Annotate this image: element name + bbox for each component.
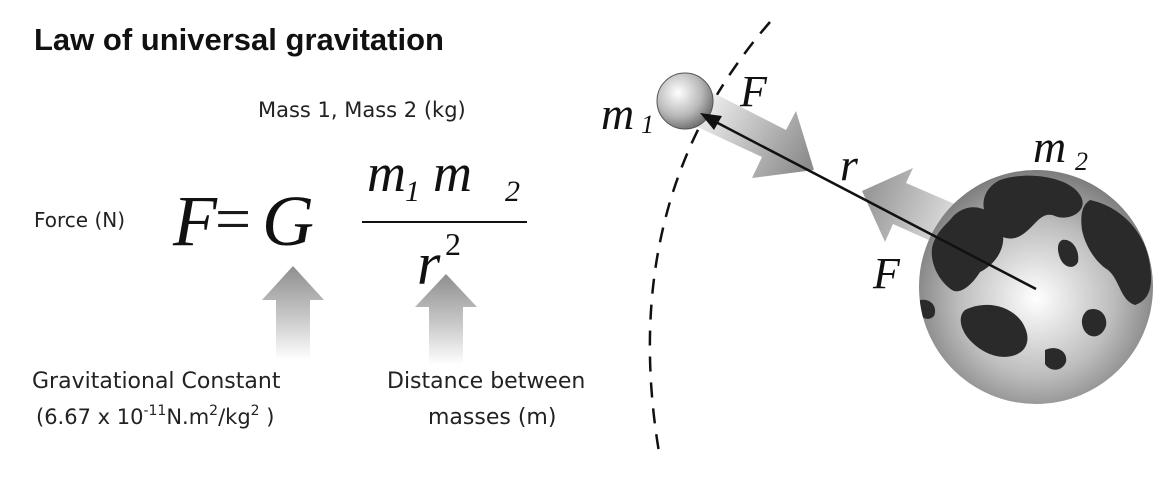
gc-value-square: 2 xyxy=(209,403,219,419)
distance-arrowhead xyxy=(700,113,722,130)
fraction-bar xyxy=(362,221,527,223)
distance-label-line-1: Distance between xyxy=(387,369,586,394)
orbit-path xyxy=(648,21,771,459)
diagram-mass-1-label: m xyxy=(601,88,635,139)
mass-label: Mass 1, Mass 2 (kg) xyxy=(258,98,466,122)
diagram-mass-2-subscript: 2 xyxy=(1075,147,1088,176)
gc-value-suffix: ) xyxy=(259,405,275,429)
diagram-mass-1-subscript: 1 xyxy=(641,110,654,139)
small-mass-sphere xyxy=(656,72,714,130)
diagram-distance-label: r xyxy=(840,139,858,190)
gc-value-unit-kg: /kg xyxy=(218,405,251,429)
gravitational-constant-value: (6.67 x 10-11N.m2/kg2 ) xyxy=(36,403,275,429)
denominator-exponent: 2 xyxy=(445,226,461,262)
distance-line xyxy=(711,118,1037,291)
gc-value-exponent: -11 xyxy=(143,403,167,419)
page-title: Law of universal gravitation xyxy=(34,22,444,57)
gravitational-constant-arrow xyxy=(262,266,324,360)
equation-constant-symbol: G xyxy=(262,181,314,261)
equation-force-symbol: F xyxy=(173,181,217,261)
force-label: Force (N) xyxy=(34,208,126,232)
numerator-mass-1: m xyxy=(367,143,406,203)
gc-value-square-2: 2 xyxy=(250,403,260,419)
numerator-mass-1-subscript: 1 xyxy=(405,175,420,208)
diagram-force-label-bottom: F xyxy=(873,249,900,298)
force-arrow-toward-small-mass xyxy=(862,168,957,246)
equation-equals-sign: = xyxy=(215,183,252,254)
earth-globe xyxy=(919,170,1153,404)
diagram-force-label-top: F xyxy=(740,67,767,116)
gc-value-prefix: (6.67 x 10 xyxy=(36,405,144,429)
distance-label-line-2: masses (m) xyxy=(428,405,557,430)
gc-value-unit-nm: N.m xyxy=(166,405,210,429)
diagram-mass-2-label: m xyxy=(1033,121,1067,172)
numerator-mass-2-subscript: 2 xyxy=(505,175,520,208)
distance-arrow xyxy=(415,274,477,365)
numerator-mass-2: m xyxy=(433,143,472,203)
denominator-distance: r xyxy=(417,231,441,297)
gravitational-constant-label: Gravitational Constant xyxy=(32,369,281,394)
